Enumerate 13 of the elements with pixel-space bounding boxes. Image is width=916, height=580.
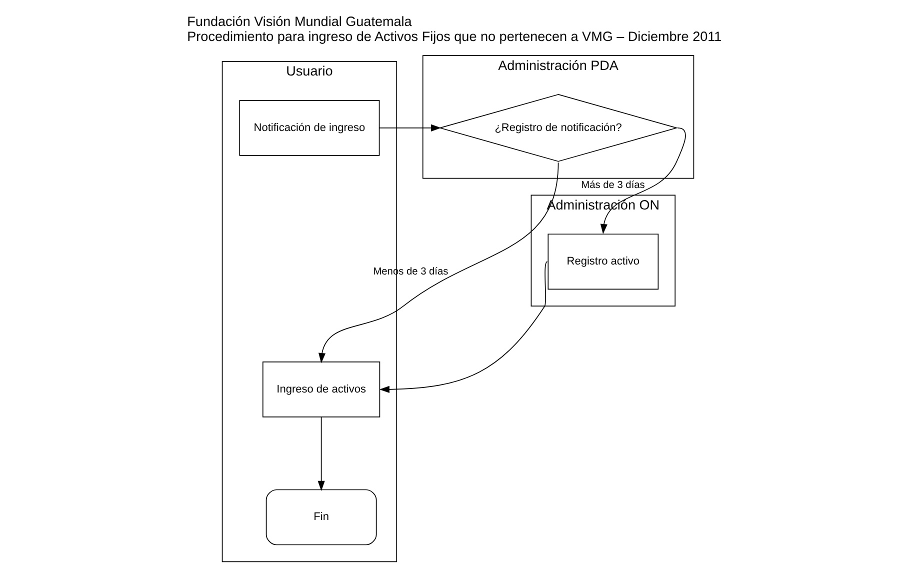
- arrow: [379, 124, 442, 132]
- node-box: Notificación de ingreso: [239, 100, 380, 156]
- diagram-title: Fundación Visión Mundial Guatemala: [187, 14, 412, 29]
- arrow: [379, 261, 548, 393]
- node-diamond: ¿Registro de notificación?: [438, 94, 678, 162]
- arrow: [318, 162, 559, 364]
- arrow: [318, 416, 325, 491]
- node-box: Ingreso de activos: [262, 362, 380, 418]
- caption: Procedimiento para ingreso de Activos Fijos que no pertenecen a VMG – Diciembre 2011: [187, 28, 722, 44]
- node-box: Fin: [266, 489, 377, 546]
- node-box: Registro activo: [548, 234, 659, 290]
- edge-label: Más de 3 días: [581, 180, 645, 191]
- arrow: [600, 128, 686, 234]
